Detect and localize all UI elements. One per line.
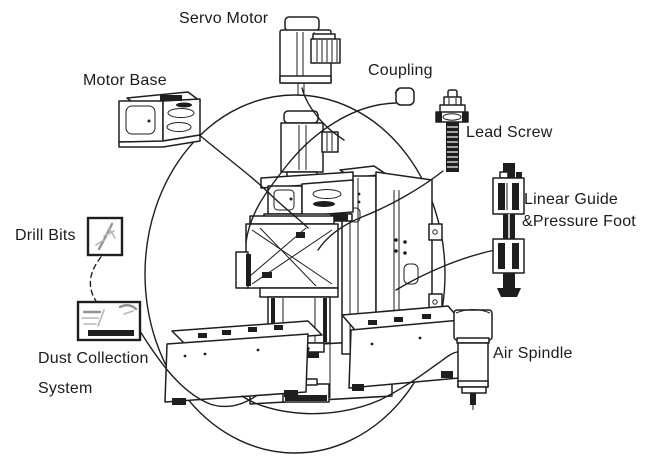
motor-base-icon — [118, 91, 201, 148]
linear-guide-pressure-foot-icon — [492, 163, 525, 297]
label-lead-screw: Lead Screw — [466, 124, 553, 141]
coupling-icon — [394, 87, 415, 106]
leader-lines — [89, 87, 496, 415]
leader-air-spindle — [241, 351, 458, 415]
label-pressure-foot: &Pressure Foot — [522, 213, 636, 230]
leader-drill-bits — [89, 256, 102, 305]
drill-bits-thumbnail — [86, 216, 124, 257]
label-coupling: Coupling — [368, 62, 433, 79]
air-spindle-icon — [453, 309, 493, 410]
servo-motor-icon — [279, 16, 341, 95]
label-air-spindle: Air Spindle — [493, 345, 573, 362]
label-dust-collection: Dust Collection — [38, 350, 149, 367]
label-motor-base: Motor Base — [83, 72, 167, 89]
leader-motor-base — [196, 132, 309, 229]
machine-carriage — [235, 215, 339, 289]
dust-collection-thumbnail — [76, 300, 142, 342]
label-linear-guide: Linear Guide — [524, 191, 619, 208]
leader-servo-motor — [301, 87, 345, 141]
machine-outline-ellipse — [144, 94, 446, 454]
drilling-machine-drawing — [164, 110, 462, 405]
machine-top-motor — [280, 110, 339, 179]
leader-dust-collection — [137, 327, 257, 408]
label-drill-bits: Drill Bits — [15, 227, 76, 244]
label-dust-collection-2: System — [38, 380, 93, 397]
leader-coupling — [245, 102, 397, 243]
lead-screw-icon — [435, 89, 469, 172]
machine-motor-bracket — [260, 171, 354, 222]
label-servo-motor: Servo Motor — [179, 10, 269, 27]
machine-right-table — [341, 305, 462, 391]
machine-left-table — [164, 320, 323, 405]
leader-lead-screw — [317, 170, 444, 251]
leader-linear-guide — [395, 249, 496, 291]
